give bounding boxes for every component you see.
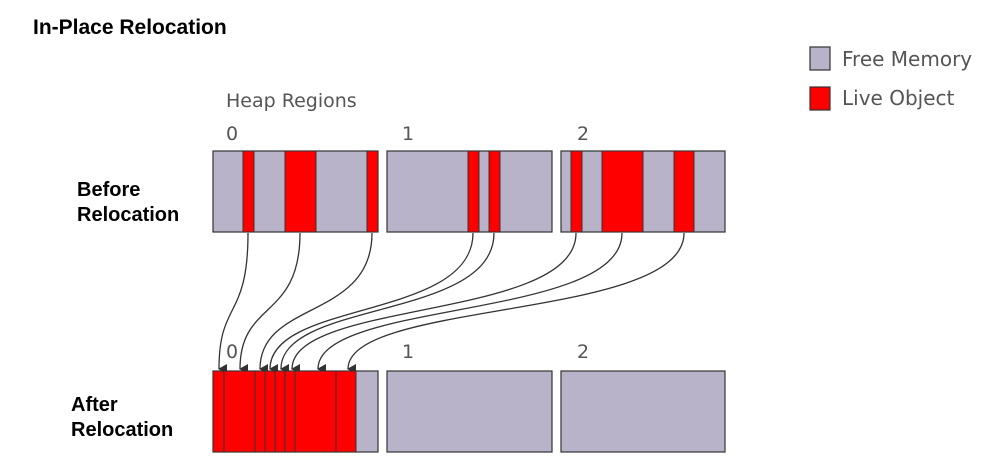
legend-label-live: Live Object <box>842 86 954 110</box>
after-label-line2: Relocation <box>71 419 173 441</box>
relocation-arrow <box>269 232 474 375</box>
relocation-arrow <box>291 232 577 375</box>
after-live-object <box>212 370 225 453</box>
before-live-object <box>467 150 480 233</box>
before-live-object <box>601 150 644 233</box>
diagram-title: In-Place Relocation <box>33 16 227 39</box>
relocation-arrows <box>218 232 685 375</box>
after-live-object <box>254 370 266 453</box>
after-live-object <box>294 370 337 453</box>
after-live-object <box>284 370 296 453</box>
before-live-object <box>242 150 255 233</box>
before-live-object <box>673 150 695 233</box>
region-index-2-after: 2 <box>577 341 589 363</box>
region-index-2-before: 2 <box>577 123 589 145</box>
region-index-1-before: 1 <box>402 123 414 145</box>
legend-label-free: Free Memory <box>842 47 972 71</box>
legend-swatch-free <box>809 46 831 71</box>
region-index-1-after: 1 <box>402 341 414 363</box>
region-index-0-after: 0 <box>226 341 238 363</box>
legend: Free Memory Live Object <box>809 46 972 111</box>
after-row <box>212 370 726 453</box>
relocation-arrow <box>218 232 249 375</box>
relocation-arrow <box>317 232 623 375</box>
before-label-line2: Relocation <box>77 204 179 226</box>
heap-regions-label: Heap Regions <box>226 90 357 112</box>
before-live-object <box>488 150 501 233</box>
relocation-arrow <box>347 232 685 375</box>
relocation-arrow <box>280 232 495 375</box>
before-live-object <box>366 150 379 233</box>
after-region-2 <box>560 370 726 453</box>
before-row <box>212 150 726 233</box>
after-live-object <box>274 370 286 453</box>
after-live-object <box>223 370 256 453</box>
region-index-0-before: 0 <box>226 123 238 145</box>
before-live-object <box>284 150 317 233</box>
after-region-1 <box>386 370 553 453</box>
legend-swatch-live <box>809 86 831 111</box>
relocation-arrow <box>239 232 301 375</box>
after-label-line1: After <box>71 394 118 416</box>
before-label-line1: Before <box>77 179 140 201</box>
before-live-object <box>570 150 583 233</box>
after-live-object <box>264 370 276 453</box>
after-live-object <box>335 370 357 453</box>
relocation-arrow <box>259 232 373 375</box>
